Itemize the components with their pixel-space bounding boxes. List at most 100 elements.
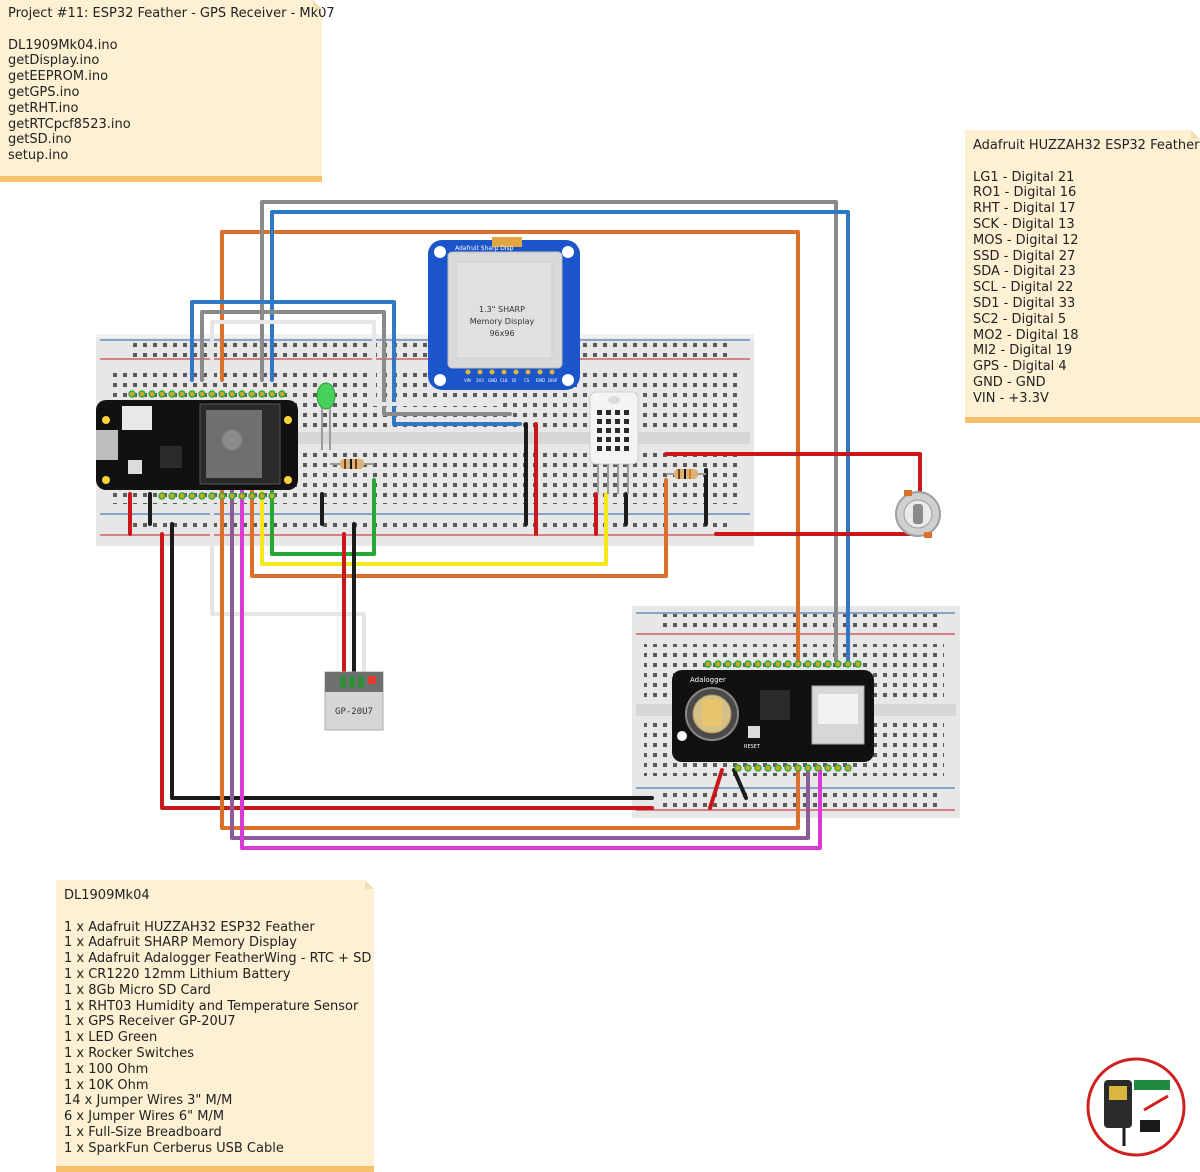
pinout-item: GPS - Digital 4 [973,359,1067,375]
rht-grille-slot [597,446,602,451]
adalogger-top-pin [854,660,862,668]
pinout-item: SD1 - Digital 33 [973,295,1076,311]
project-file: getEEPROM.ino [8,69,109,85]
rht-grille-slot [606,419,611,424]
rht-grille-slot [615,437,620,442]
adalogger-bottom-pin [734,764,742,772]
esp32-top-pin [178,390,186,398]
esp32-bottom-pin [218,492,226,500]
esp32-header-pins [128,390,286,500]
adalogger-top-pin [784,660,792,668]
pinout-item: SCL - Digital 22 [973,280,1074,296]
pinout-item: MO2 - Digital 18 [973,327,1079,343]
parts-item: 1 x RHT03 Humidity and Temperature Senso… [64,998,359,1014]
pinout-item: GND - GND [973,374,1046,390]
esp32-top-pin [218,390,226,398]
project-note: Project #11: ESP32 Feather - GPS Receive… [0,0,335,182]
display-pin [549,369,555,375]
green-led [316,382,336,450]
adalogger-bottom-pin [754,764,762,772]
adalogger-bottom-pin [824,764,832,772]
display-header: Adafruit Sharp Disp [455,245,514,252]
rht-grille-slot [624,419,629,424]
wire-black-adalogger [732,768,748,800]
pinout-item: MI2 - Digital 19 [973,343,1073,359]
adalogger-top-pin [724,660,732,668]
parts-item: 1 x 100 Ohm [64,1061,149,1077]
pinout-item: SSD - Digital 27 [973,248,1076,264]
esp32-top-pin [128,390,136,398]
rht-grille-slot [606,446,611,451]
rht-grille-slot [624,410,629,415]
wire-red-adalogger [708,768,724,810]
esp32-bottom-pin [268,492,276,500]
rht-grille-slot [597,419,602,424]
rht-grille-slot [615,419,620,424]
wire-red-switch [664,452,922,494]
sharp-memory-display: Adafruit Sharp Disp 1.3" SHARP Memory Di… [428,237,580,390]
wire-gray-top [260,200,838,662]
gps-receiver: GP-20U7 [324,671,384,731]
parts-item: 1 x 8Gb Micro SD Card [64,982,211,998]
adalogger-bottom-pin [844,764,852,772]
wire-orange-top [220,230,800,662]
adalogger-bottom-pin [794,764,802,772]
wire-black-long [170,522,654,800]
esp32-top-pin [268,390,276,398]
esp32-top-pin [168,390,176,398]
esp32-bottom-pin [208,492,216,500]
project-file: getDisplay.ino [8,53,100,69]
adalogger-bottom-pin [784,764,792,772]
esp32-top-pin [248,390,256,398]
parts-item: 1 x 10K Ohm [64,1077,149,1093]
display-screen-line-2: Memory Display [470,317,535,326]
wire-orange-bottom [220,478,800,830]
display-pin [489,369,495,375]
adalogger-bottom-pin [744,764,752,772]
rocker-switch[interactable] [895,490,941,538]
pinout-item: RO1 - Digital 16 [973,185,1077,201]
rht-grille-slot [597,437,602,442]
display-pin-label: VIN [464,378,471,383]
adalogger-bottom-pin [814,764,822,772]
project-file: setup.ino [8,148,69,164]
adalogger-top-pin [834,660,842,668]
project-file: DL1909Mk04.ino [8,37,118,53]
adalogger-top-pin [744,660,752,668]
esp32-bottom-pin [178,492,186,500]
esp32-bottom-pin [258,492,266,500]
adalogger-top-pin [754,660,762,668]
esp32-feather-board [96,400,298,490]
display-screen-line-3: 96x96 [489,329,514,338]
wire-white-display [210,320,502,406]
esp32-top-pin [158,390,166,398]
wire-red-long [160,532,654,810]
esp32-top-pin [228,390,236,398]
wire-magenta-bottom [240,478,822,850]
pinout-title: Adafruit HUZZAH32 ESP32 Feather [973,138,1200,153]
parts-item: 1 x SparkFun Cerberus USB Cable [64,1140,284,1156]
display-pin-label: EMD [536,378,545,383]
rht-grille-slot [615,446,620,451]
adalogger-bottom-pin [764,764,772,772]
esp32-top-pin [188,390,196,398]
display-pin [513,369,519,375]
wire-gray-display [200,310,512,416]
resistor-100-ohm [330,459,374,469]
parts-note: DL1909Mk04 1 x Adafruit HUZZAH32 ESP32 F… [56,880,374,1172]
pinout-item: VIN - +3.3V [973,390,1049,406]
rht-grille-slot [624,437,629,442]
esp32-top-pin [238,390,246,398]
gps-label: GP-20U7 [335,707,373,717]
esp32-top-pin [278,390,286,398]
rht-grille-slot [615,428,620,433]
display-pin [537,369,543,375]
project-file: getGPS.ino [8,84,80,100]
adalogger-top-pin [794,660,802,668]
display-pin-label: DISP [548,378,558,383]
rht-grille-slot [606,428,611,433]
adalogger-top-pin [714,660,722,668]
display-pin [501,369,507,375]
